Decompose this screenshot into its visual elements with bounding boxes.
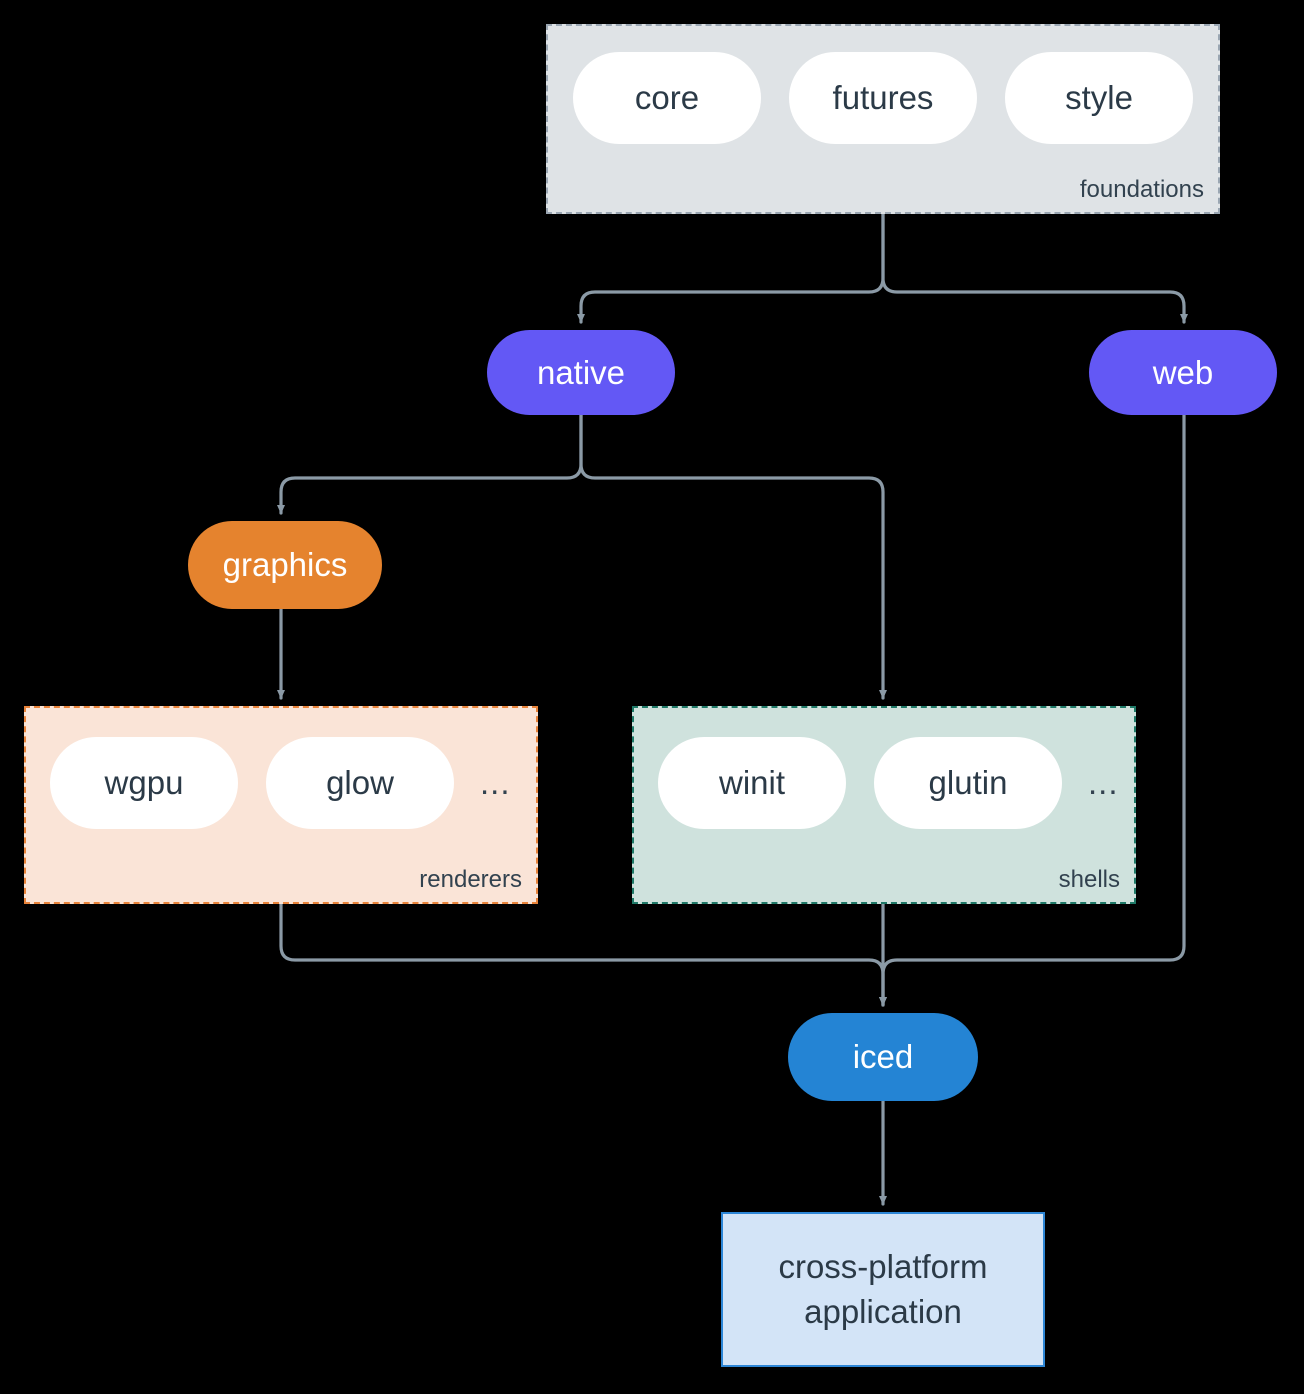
edge-native-shells bbox=[579, 413, 887, 700]
pill-futures[interactable]: futures bbox=[789, 52, 977, 144]
pill-winit[interactable]: winit bbox=[658, 737, 846, 829]
edge-native-graphics bbox=[277, 413, 583, 515]
pill-glutin[interactable]: glutin bbox=[874, 737, 1062, 829]
cluster-label-shells: shells bbox=[1058, 866, 1120, 893]
ellipsis-shells: ... bbox=[1088, 764, 1119, 801]
node-web[interactable]: web bbox=[1089, 330, 1277, 415]
edge-renderers-iced bbox=[279, 902, 887, 1007]
node-graphics[interactable]: graphics bbox=[188, 521, 382, 609]
ellipsis-renderers: ... bbox=[480, 764, 511, 801]
cluster-label-foundations: foundations bbox=[1079, 176, 1204, 203]
application-label-line1: cross-platform bbox=[778, 1247, 988, 1285]
pill-style[interactable]: style bbox=[1005, 52, 1193, 144]
pill-glow[interactable]: glow bbox=[266, 737, 454, 829]
cluster-label-renderers: renderers bbox=[419, 866, 522, 893]
pill-wgpu[interactable]: wgpu bbox=[50, 737, 238, 829]
box-cross-platform-application[interactable]: cross-platform application bbox=[721, 1212, 1045, 1367]
edge-foundations-native bbox=[577, 212, 885, 324]
node-iced[interactable]: iced bbox=[788, 1013, 978, 1101]
application-label-line2: application bbox=[804, 1292, 962, 1330]
pill-core[interactable]: core bbox=[573, 52, 761, 144]
node-native[interactable]: native bbox=[487, 330, 675, 415]
edge-foundations-web bbox=[881, 212, 1188, 324]
